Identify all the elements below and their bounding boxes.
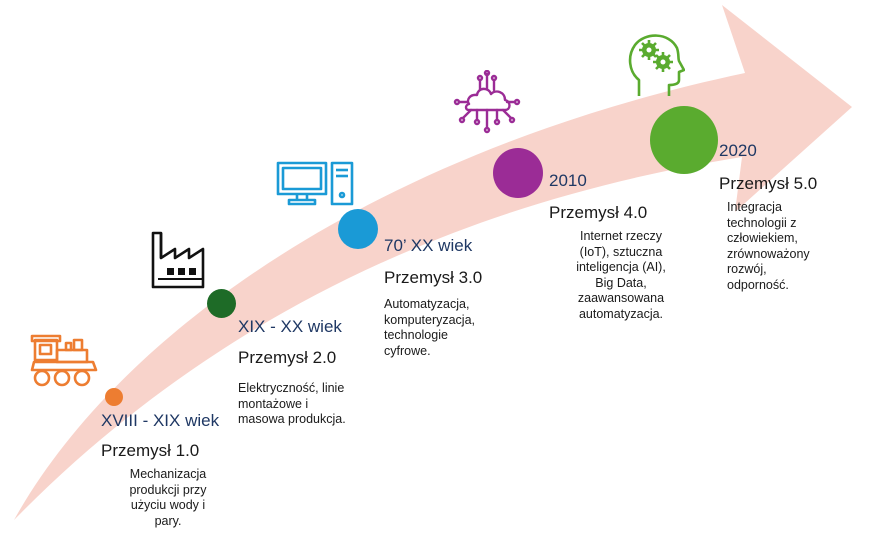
- stage-1-marker: [105, 388, 123, 406]
- stage-1-description: Mechanizacja produkcji przy użyciu wody …: [129, 467, 207, 528]
- stage-2-era: XIX - XX wiek: [238, 317, 342, 336]
- stage-2-marker: [207, 289, 236, 318]
- stage-5-title: Przemysł 5.0: [719, 174, 818, 193]
- stage-3-marker: [338, 209, 378, 249]
- stage-5-era: 2020: [719, 141, 757, 160]
- stage-3-description: Automatyzacja, komputeryzacja, technolog…: [384, 297, 476, 358]
- stage-5-marker: [650, 106, 718, 174]
- computer-icon: [276, 161, 354, 206]
- stage-4-title: Przemysł 4.0: [549, 203, 648, 222]
- stage-4-era: 2010: [549, 171, 587, 190]
- head-gears-icon: [628, 34, 685, 96]
- cloud-network-icon: [453, 70, 521, 134]
- factory-icon: [151, 231, 205, 289]
- stage-5-description: Integracja technologii z człowiekiem, zr…: [727, 200, 810, 292]
- train-icon: [30, 334, 98, 387]
- stage-3-title: Przemysł 3.0: [384, 268, 483, 287]
- stage-2-description: Elektryczność, linie montażowe i masowa …: [238, 381, 346, 426]
- stage-1-title: Przemysł 1.0: [101, 441, 200, 460]
- stage-3-era: 70’ XX wiek: [384, 236, 473, 255]
- stage-1-era: XVIII - XIX wiek: [101, 411, 220, 430]
- stage-4-marker: [493, 148, 543, 198]
- stage-4-description: Internet rzeczy (IoT), sztuczna intelige…: [576, 229, 666, 321]
- stage-2-title: Przemysł 2.0: [238, 348, 337, 367]
